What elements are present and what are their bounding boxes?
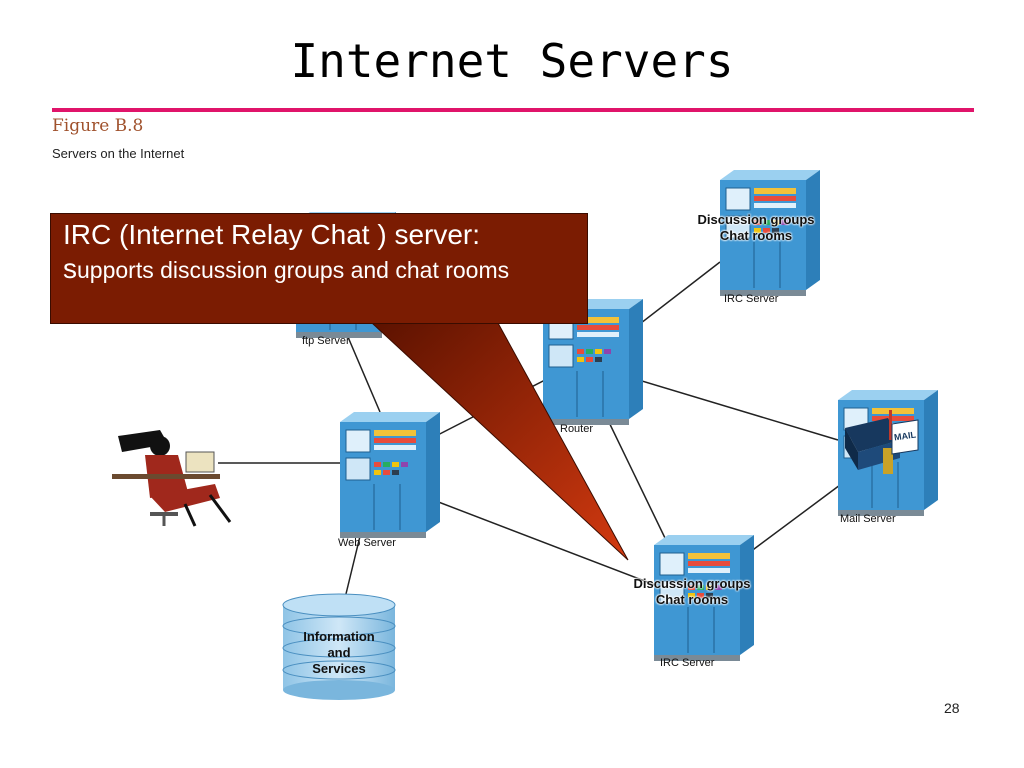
link-router-mail xyxy=(631,377,839,441)
database-label-line3: Services xyxy=(312,661,366,676)
figure-number: Figure B.8 xyxy=(52,116,144,136)
irc-bottom-overlay: Discussion groups Chat rooms xyxy=(612,576,772,608)
irc-top-overlay-line2: Chat rooms xyxy=(719,228,793,243)
link-router-irc-top xyxy=(631,261,721,331)
figure-caption: Servers on the Internet xyxy=(52,146,185,161)
database-label-line2: and xyxy=(327,645,351,660)
callout-body-initial: s xyxy=(63,253,77,284)
page-number: 28 xyxy=(944,700,960,716)
mailbox-icon xyxy=(845,410,919,474)
irc-server-top-label: IRC Server xyxy=(724,293,779,305)
slide-title: Internet Servers xyxy=(290,34,734,88)
title-divider xyxy=(52,108,974,112)
link-web-irc-bottom xyxy=(427,497,656,586)
database-label: Information and Services xyxy=(283,629,395,677)
database-icon xyxy=(282,593,396,700)
link-web-ftp xyxy=(344,329,381,413)
router-label: Router xyxy=(560,423,594,435)
mail-server-label: Mail Server xyxy=(840,513,896,525)
ftp-server-label: ftp Server xyxy=(302,335,350,347)
irc-callout: IRC (Internet Relay Chat ) server: suppo… xyxy=(50,213,588,324)
irc-bottom-overlay-line1: Discussion groups xyxy=(633,576,751,591)
irc-top-overlay-line1: Discussion groups xyxy=(697,212,815,227)
irc-bottom-overlay-line2: Chat rooms xyxy=(655,592,729,607)
irc-server-bottom-label: IRC Server xyxy=(660,657,715,669)
link-web-database xyxy=(344,527,363,599)
callout-heading: IRC (Internet Relay Chat ) server: xyxy=(63,219,481,250)
callout-body: supports discussion groups and chat room… xyxy=(63,254,575,285)
connection-lines xyxy=(218,261,841,599)
web-server-label: Web Server xyxy=(338,537,396,549)
irc-top-overlay: Discussion groups Chat rooms xyxy=(676,212,836,244)
callout-body-rest: upports discussion groups and chat rooms xyxy=(77,257,510,283)
web-server-icon xyxy=(339,411,441,539)
link-irc-bottom-mail xyxy=(741,484,841,559)
database-label-line1: Information xyxy=(303,629,375,644)
link-router-irc-bottom xyxy=(604,413,666,539)
user-at-desk-icon xyxy=(112,430,232,527)
